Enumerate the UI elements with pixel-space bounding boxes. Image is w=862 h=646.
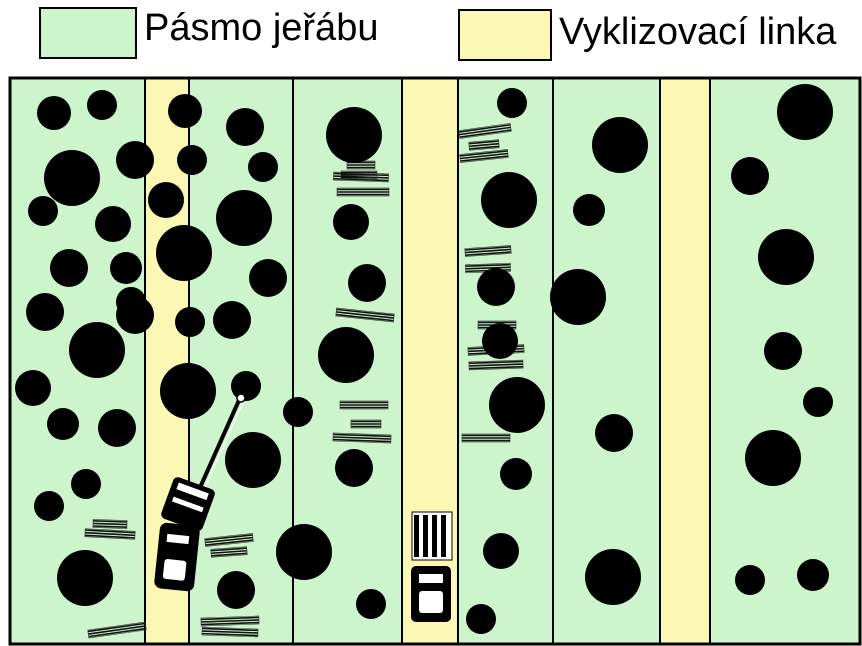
tree-crown — [156, 225, 212, 281]
tree-crown — [116, 287, 146, 317]
tree-crown — [47, 408, 79, 440]
log-pile — [335, 307, 395, 323]
log-pile — [204, 533, 254, 547]
log-pile — [87, 621, 147, 639]
tree-crown — [148, 182, 184, 218]
tree-crown — [177, 145, 207, 175]
tree-crown — [500, 458, 532, 490]
tree-crown — [168, 94, 202, 128]
tree-crown — [98, 409, 136, 447]
crane-zone-strip — [553, 78, 660, 644]
tree-crown — [489, 377, 545, 433]
tree-crown — [497, 88, 527, 118]
tree-crown — [803, 387, 833, 417]
tree-crown — [592, 117, 648, 173]
log-pile — [84, 528, 136, 540]
tree-crown — [326, 107, 382, 163]
log-piles-layer — [84, 123, 525, 639]
tree-crown — [160, 363, 216, 419]
log-pile — [461, 433, 511, 443]
tree-crown — [276, 524, 332, 580]
tree-crown — [28, 196, 58, 226]
tree-crown — [37, 96, 71, 130]
tree-crown — [318, 327, 374, 383]
forwarder-icon — [411, 511, 453, 622]
tree-crown — [333, 204, 369, 240]
harvester-icon — [154, 393, 246, 592]
log-pile — [459, 149, 509, 163]
log-pile — [340, 170, 378, 180]
tree-crown — [110, 252, 142, 284]
tree-crown — [225, 432, 281, 488]
tree-crown — [777, 84, 833, 140]
log-pile — [339, 400, 389, 410]
tree-crown — [758, 229, 814, 285]
tree-crown — [175, 307, 205, 337]
log-pile — [201, 626, 259, 638]
log-pile — [210, 546, 248, 558]
tree-crown — [44, 150, 100, 206]
tree-crown — [216, 190, 272, 246]
skid-trail-strip — [660, 78, 710, 644]
log-pile — [468, 359, 524, 371]
tree-crown — [213, 301, 251, 339]
tree-crown — [745, 430, 801, 486]
tree-crown — [550, 269, 606, 325]
tree-crown — [71, 469, 101, 499]
log-pile — [468, 139, 500, 151]
tree-crown — [50, 249, 88, 287]
log-pile — [464, 245, 512, 257]
crane-head — [236, 393, 246, 403]
log-pile — [458, 123, 512, 139]
log-pile — [350, 419, 382, 429]
tree-crown — [283, 397, 313, 427]
tree-crown — [69, 322, 125, 378]
tree-crown — [585, 549, 641, 605]
tree-crown — [335, 449, 373, 487]
tree-crown — [573, 194, 605, 226]
stand-border — [8, 76, 862, 646]
legend-label-crane-zone: Pásmo jeřábu — [144, 7, 379, 49]
log-pile — [336, 187, 390, 197]
tree-crown — [483, 533, 519, 569]
log-pile — [200, 615, 260, 627]
tree-crown — [735, 565, 765, 595]
log-pile — [332, 432, 392, 444]
tree-crown — [34, 491, 64, 521]
tree-crown — [731, 157, 769, 195]
legend-swatch-skid-trail — [458, 9, 552, 61]
harvester-body — [154, 522, 200, 592]
tree-crown — [248, 152, 278, 182]
tree-crown — [226, 108, 264, 146]
tree-crown — [57, 550, 113, 606]
tree-crown — [348, 264, 386, 302]
log-pile — [92, 519, 128, 529]
tree-crown — [87, 90, 117, 120]
tree-crown — [249, 259, 287, 297]
legend-label-skid-trail: Vyklizovací linka — [559, 11, 837, 53]
tree-crown — [116, 141, 154, 179]
tree-crown — [356, 589, 386, 619]
tree-crown — [482, 323, 518, 359]
trees-layer — [15, 84, 833, 634]
tree-crown — [231, 371, 261, 401]
legend-swatch-crane-zone — [39, 7, 137, 59]
tree-crown — [15, 370, 51, 406]
tree-crown — [797, 559, 829, 591]
tree-crown — [477, 268, 515, 306]
tree-crown — [481, 172, 537, 228]
tree-crown — [764, 332, 802, 370]
tree-crown — [217, 571, 255, 609]
tree-crown — [466, 604, 496, 634]
tree-crown — [95, 206, 131, 242]
tree-crown — [26, 293, 64, 331]
tree-crown — [595, 414, 633, 452]
